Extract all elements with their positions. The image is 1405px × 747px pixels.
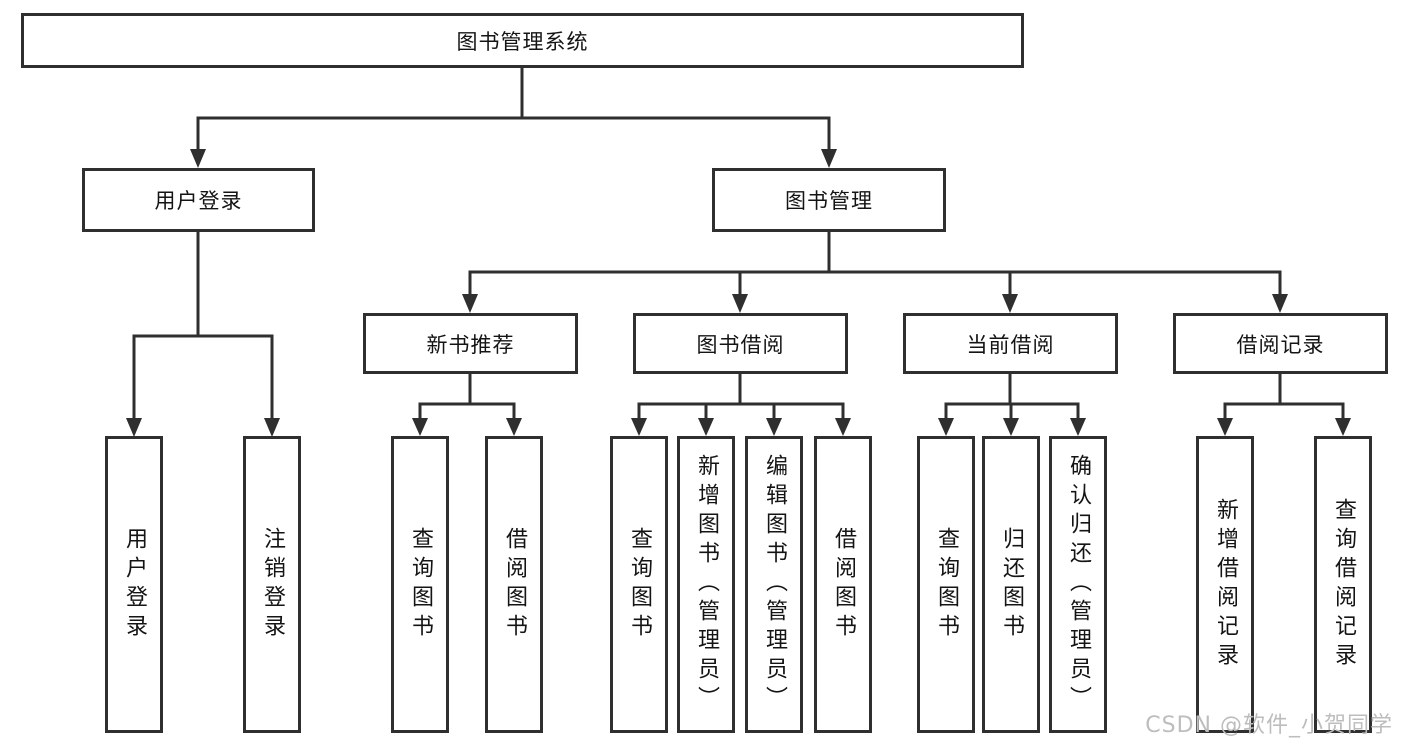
leaf-query-borrow-record-label: 查询借阅记录: [1331, 497, 1356, 672]
node-new-book-recommend: 新书推荐: [363, 313, 578, 374]
node-library-system-label: 图书管理系统: [456, 29, 589, 54]
leaf-add-borrow-record: 新增借阅记录: [1196, 436, 1254, 733]
leaf-confirm-return-admin-label: 确认归还（管理员）: [1066, 454, 1091, 715]
leaf-return-book: 归还图书: [982, 436, 1040, 733]
node-book-borrow: 图书借阅: [633, 313, 848, 374]
node-current-borrow: 当前借阅: [903, 313, 1118, 374]
leaf-add-book-admin-label: 新增图书（管理员）: [694, 454, 719, 715]
leaf-query-book-recommend: 查询图书: [391, 436, 449, 733]
leaf-borrow-book-label: 借阅图书: [831, 526, 856, 643]
node-current-borrow-label: 当前借阅: [966, 332, 1055, 357]
leaf-add-borrow-record-label: 新增借阅记录: [1213, 497, 1238, 672]
leaf-borrow-book-recommend: 借阅图书: [485, 436, 543, 733]
leaf-query-book-current-label: 查询图书: [934, 526, 959, 643]
leaf-query-book-recommend-label: 查询图书: [408, 526, 433, 643]
csdn-watermark: CSDN @软件_小贺同学: [1145, 713, 1393, 738]
leaf-confirm-return-admin: 确认归还（管理员）: [1049, 436, 1107, 733]
leaf-user-login: 用户登录: [105, 436, 163, 733]
node-new-book-recommend-label: 新书推荐: [426, 332, 515, 357]
node-book-borrow-label: 图书借阅: [696, 332, 785, 357]
node-borrow-records-label: 借阅记录: [1236, 332, 1325, 357]
node-library-system: 图书管理系统: [21, 13, 1024, 68]
node-book-management: 图书管理: [712, 168, 946, 232]
leaf-add-book-admin: 新增图书（管理员）: [677, 436, 735, 733]
node-user-login-label: 用户登录: [154, 189, 243, 213]
leaf-return-book-label: 归还图书: [999, 526, 1024, 643]
leaf-borrow-book-recommend-label: 借阅图书: [502, 526, 527, 643]
leaf-borrow-book: 借阅图书: [814, 436, 872, 733]
leaf-logout-login-label: 注销登录: [260, 526, 285, 643]
leaf-query-book-current: 查询图书: [917, 436, 975, 733]
node-book-management-label: 图书管理: [785, 189, 873, 213]
leaf-query-book-borrow: 查询图书: [610, 436, 668, 733]
leaf-query-borrow-record: 查询借阅记录: [1314, 436, 1372, 733]
leaf-query-book-borrow-label: 查询图书: [627, 526, 652, 643]
leaf-user-login-label: 用户登录: [122, 526, 147, 643]
leaf-edit-book-admin-label: 编辑图书（管理员）: [762, 454, 787, 715]
node-borrow-records: 借阅记录: [1173, 313, 1388, 374]
leaf-logout-login: 注销登录: [243, 436, 301, 733]
node-user-login: 用户登录: [82, 168, 315, 232]
leaf-edit-book-admin: 编辑图书（管理员）: [745, 436, 803, 733]
